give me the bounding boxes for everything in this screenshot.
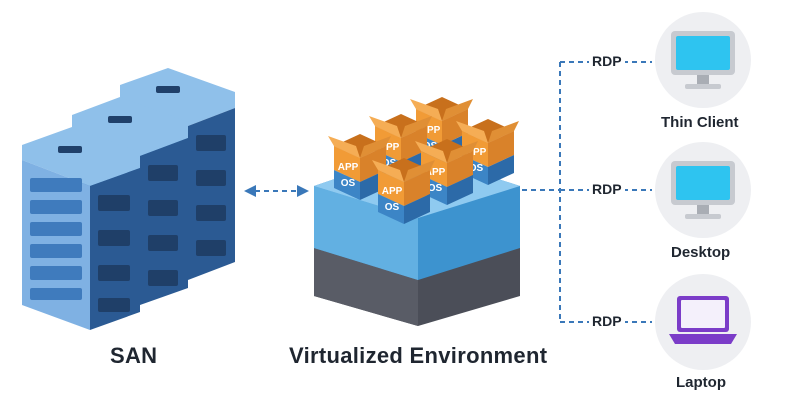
thin-client-label: Thin Client bbox=[661, 114, 739, 131]
laptop-device bbox=[655, 274, 751, 370]
os-label: OS bbox=[385, 202, 400, 213]
rdp-connectors bbox=[522, 61, 652, 323]
desktop-device bbox=[655, 142, 751, 238]
app-label: APP bbox=[338, 162, 359, 173]
app-label: APP bbox=[420, 125, 441, 136]
app-boxes: APPOSAPPOSAPPOSAPPOSAPPOSAPPOS bbox=[328, 97, 519, 224]
thin-client-device bbox=[655, 12, 751, 108]
app-label: APP bbox=[466, 147, 487, 158]
rdp-label-thin-client: RDP bbox=[589, 53, 625, 69]
os-label: OS bbox=[341, 178, 356, 189]
app-label: APP bbox=[379, 142, 400, 153]
server-rack bbox=[22, 127, 140, 330]
os-label: OS bbox=[428, 183, 443, 194]
desktop-label: Desktop bbox=[671, 244, 731, 261]
san-server-racks bbox=[22, 68, 235, 330]
rdp-label-desktop: RDP bbox=[589, 181, 625, 197]
san-connection-arrow bbox=[244, 185, 309, 197]
os-label: OS bbox=[469, 163, 484, 174]
rdp-label-laptop: RDP bbox=[589, 313, 625, 329]
app-os-box: APP OS bbox=[456, 119, 519, 185]
app-label: APP bbox=[425, 167, 446, 178]
app-label: APP bbox=[382, 186, 403, 197]
virtualized-environment-label: Virtualized Environment bbox=[289, 343, 548, 368]
san-label: SAN bbox=[110, 343, 158, 368]
laptop-label: Laptop bbox=[676, 374, 726, 391]
app-os-box: APP OS bbox=[372, 158, 435, 224]
os-label: OS bbox=[382, 158, 397, 169]
